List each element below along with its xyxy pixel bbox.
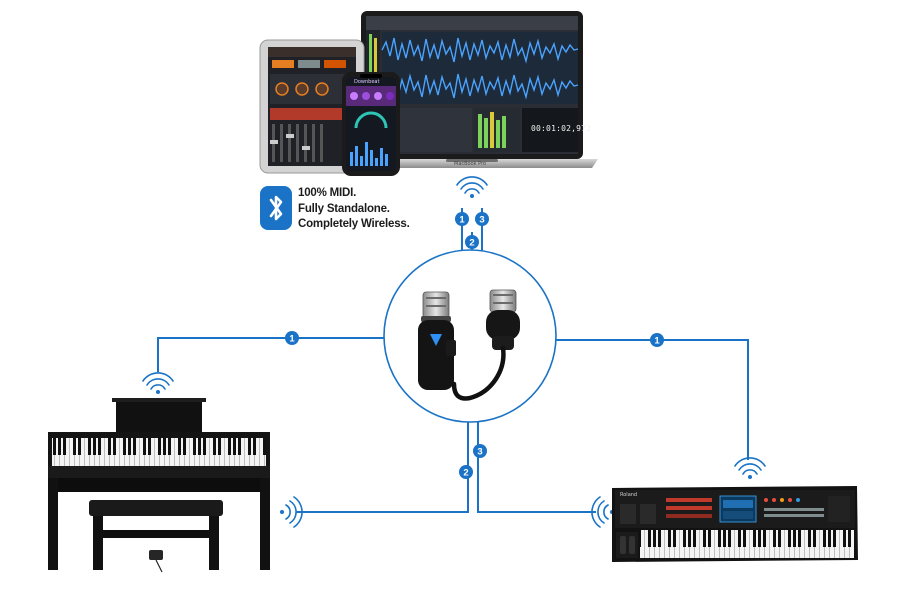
connection-badge-1-top	[455, 212, 469, 226]
link-line-2-piano	[296, 422, 469, 513]
phone-app-label: Downbeat	[354, 79, 380, 85]
digital-piano	[48, 398, 270, 573]
device-logo	[430, 334, 442, 346]
bluetooth-badge	[260, 186, 292, 230]
wireless-signal-icon	[142, 372, 174, 394]
tagline-line-3: Completely Wireless.	[298, 218, 410, 230]
phone	[342, 72, 400, 176]
daw-time-readout: 00:01:02,972	[531, 124, 592, 133]
link-line-1-piano	[157, 337, 388, 372]
synth-brand-label: Roland	[620, 492, 638, 498]
connection-badge-2-top	[465, 235, 479, 249]
link-line-3-synth	[477, 422, 596, 513]
music-rest	[116, 400, 202, 433]
badge-number: 3	[479, 215, 484, 226]
connection-badge-1-left	[285, 331, 299, 345]
link-line-1-synth	[555, 339, 749, 460]
midi-adapter-device	[383, 249, 557, 423]
bluetooth-icon	[269, 195, 283, 221]
connection-badge-3-bottom	[473, 444, 487, 458]
laptop-model-label: MacBook Pro	[454, 161, 487, 167]
wireless-signal-icon	[456, 176, 488, 198]
badge-number: 1	[654, 336, 660, 347]
badge-number: 1	[289, 334, 295, 345]
badge-number: 2	[469, 238, 474, 249]
tagline-line-2: Fully Standalone.	[298, 202, 390, 215]
tagline-line-1: 100% MIDI.	[298, 187, 357, 199]
laptop	[346, 11, 598, 168]
connection-badge-2-bottom	[459, 465, 473, 479]
wireless-signal-icon	[280, 496, 303, 528]
feature-tagline: 100% MIDI. Fully Standalone. Completely …	[298, 186, 410, 233]
badge-number: 2	[463, 468, 468, 479]
wireless-signal-icon	[734, 457, 766, 479]
laptop-base	[346, 159, 598, 168]
connection-badge-1-right	[650, 333, 664, 347]
tablet	[259, 39, 365, 174]
device-body	[418, 320, 454, 390]
synthesizer-keyboard	[612, 486, 858, 562]
waveform-track-1	[381, 37, 579, 64]
piano-bench	[89, 500, 223, 516]
waveform-track-2	[381, 73, 579, 100]
badge-number: 3	[477, 447, 482, 458]
connection-badge-3-top	[475, 212, 489, 226]
badge-number: 1	[459, 215, 465, 226]
